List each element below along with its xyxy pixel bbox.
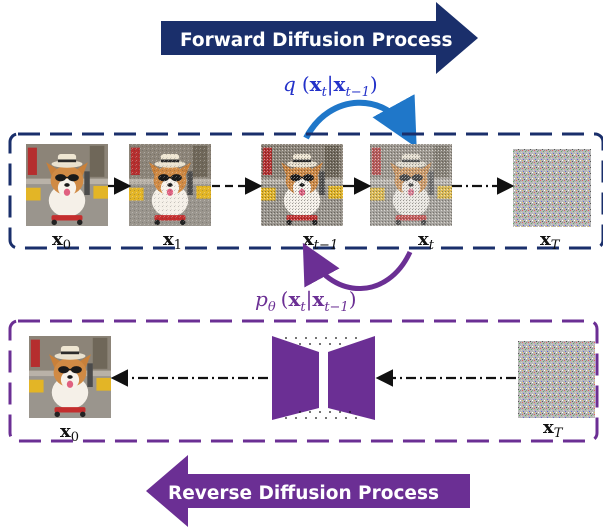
forward-formula-fn: q: [283, 72, 296, 96]
reverse-clean-image: [29, 336, 111, 418]
reverse-formula-sub: t: [300, 300, 306, 315]
corgi-noisy-image: [261, 144, 343, 226]
reverse-formula: pθ(xt|xt−1): [255, 287, 357, 315]
reverse-noise-image: [518, 341, 595, 418]
svg-text:q(xt|xt−1): q(xt|xt−1): [283, 72, 378, 100]
reverse-formula-fn: p: [255, 287, 268, 311]
forward-process-box: [8, 132, 603, 250]
reverse-labels: x0 xT: [60, 417, 564, 445]
reverse-formula-fn-sub: θ: [268, 300, 276, 315]
forward-formula-sub: t: [322, 85, 328, 100]
forward-formula-cond: x: [334, 72, 347, 96]
reverse-banner-label: Reverse Diffusion Process: [168, 483, 439, 504]
forward-formula-cond-sub: t−1: [345, 85, 369, 100]
label-x0: x0: [52, 229, 71, 253]
forward-banner-label: Forward Diffusion Process: [180, 30, 453, 51]
corgi-very-noisy-image: [370, 144, 452, 226]
reverse-label-x0: x0: [60, 421, 79, 445]
denoising-network-icon: [272, 336, 375, 420]
label-xt-minus-1: xt−1: [303, 229, 338, 253]
reverse-diffusion-banner: Reverse Diffusion Process: [146, 455, 470, 527]
reverse-formula-cond: x: [312, 287, 325, 311]
forward-formula-x: x: [310, 72, 323, 96]
label-x1: x1: [163, 229, 182, 253]
corgi-clean-image: [26, 144, 108, 226]
forward-image-row: [26, 144, 591, 227]
label-xT: xT: [540, 229, 561, 253]
reverse-step-arc: [302, 242, 413, 291]
reverse-label-xT: xT: [543, 417, 564, 441]
forward-formula: q(xt|xt−1): [283, 72, 378, 100]
label-xt: xt: [418, 229, 435, 253]
pure-noise-image: [513, 149, 591, 227]
reverse-formula-cond-sub: t−1: [324, 300, 348, 315]
reverse-formula-x: x: [288, 287, 301, 311]
forward-step-arc: [303, 94, 417, 148]
forward-diffusion-banner: Forward Diffusion Process: [161, 2, 478, 74]
corgi-slight-noise-image: [129, 144, 211, 226]
svg-text:pθ(xt|xt−1): pθ(xt|xt−1): [255, 287, 357, 315]
